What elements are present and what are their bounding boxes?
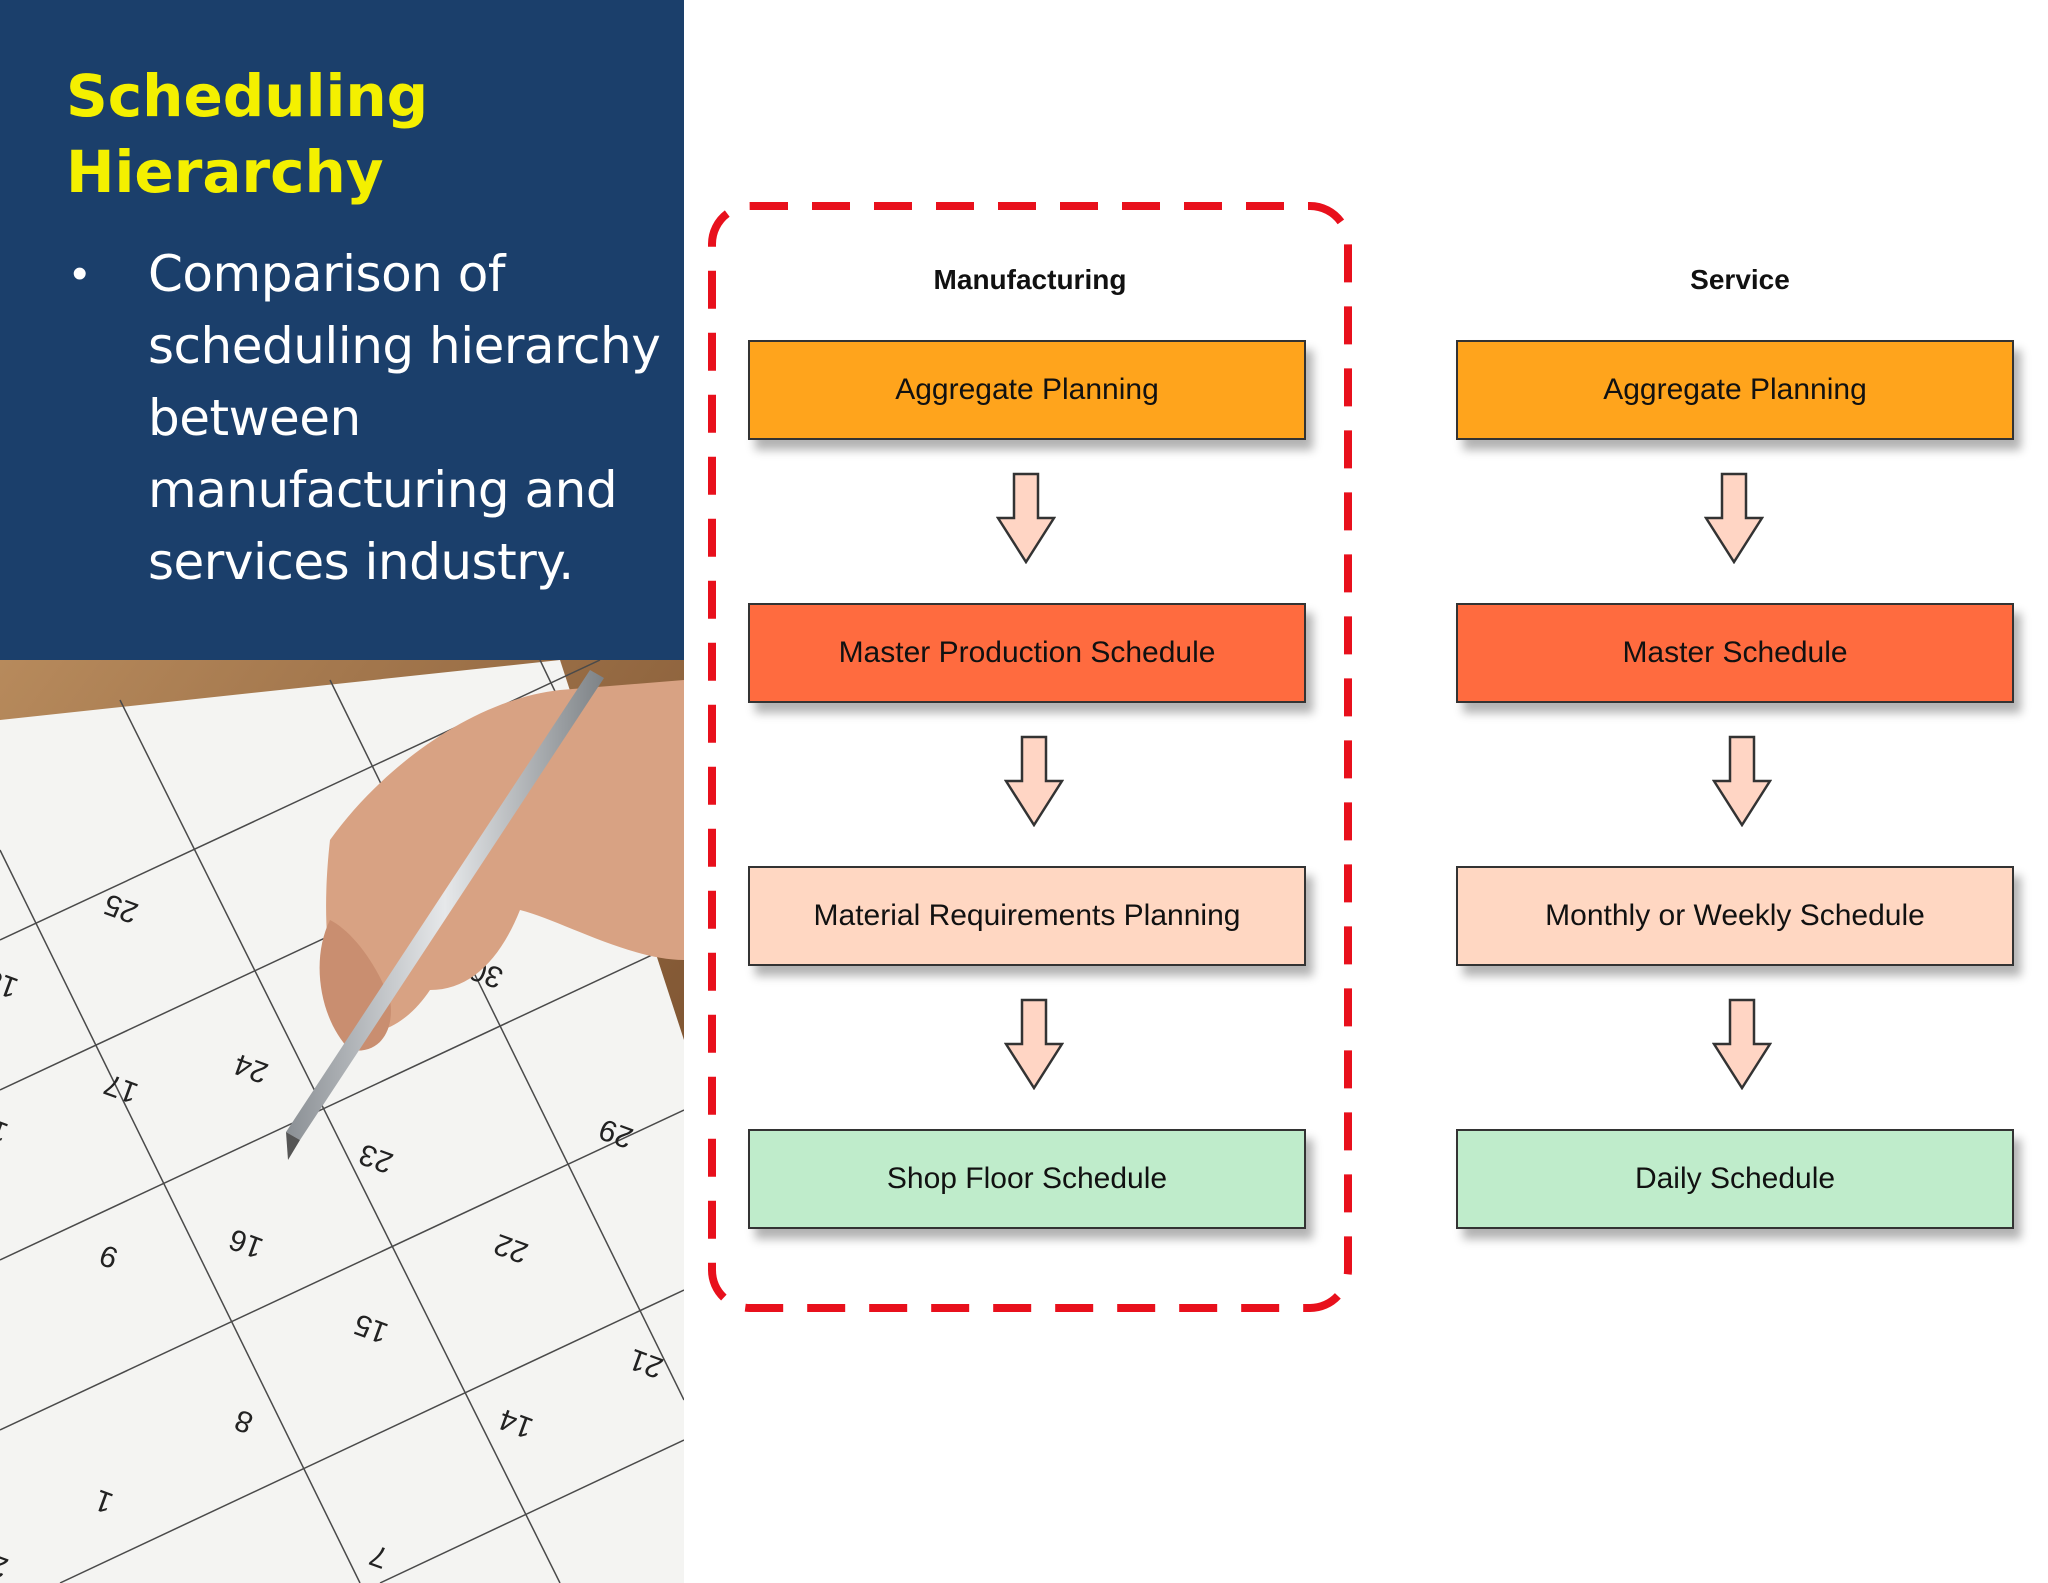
service-step-monthly-or-weekly-schedule: Monthly or Weekly Schedule bbox=[1456, 866, 2014, 966]
manufacturing-step-aggregate-planning: Aggregate Planning bbox=[748, 340, 1306, 440]
slide-title: Scheduling Hierarchy bbox=[66, 62, 429, 206]
down-arrow-icon bbox=[1004, 998, 1064, 1090]
service-step-master-schedule: Master Schedule bbox=[1456, 603, 2014, 703]
manufacturing-highlight-frame bbox=[708, 202, 1352, 1312]
down-arrow-icon bbox=[1004, 735, 1064, 827]
manufacturing-step-material-requirements-planning: Material Requirements Planning bbox=[748, 866, 1306, 966]
down-arrow-icon bbox=[1712, 735, 1772, 827]
bullet-icon: • bbox=[72, 249, 88, 298]
service-heading: Service bbox=[1690, 264, 1790, 295]
title-panel: Scheduling Hierarchy • Comparison of sch… bbox=[0, 0, 684, 660]
bullet-text: Comparison of scheduling hierarchy betwe… bbox=[148, 245, 661, 591]
down-arrow-icon bbox=[996, 472, 1056, 564]
down-arrow-icon bbox=[1704, 472, 1764, 564]
manufacturing-heading: Manufacturing bbox=[933, 264, 1127, 295]
service-step-aggregate-planning: Aggregate Planning bbox=[1456, 340, 2014, 440]
manufacturing-step-master-production-schedule: Master Production Schedule bbox=[748, 603, 1306, 703]
manufacturing-step-shop-floor-schedule: Shop Floor Schedule bbox=[748, 1129, 1306, 1229]
down-arrow-icon bbox=[1712, 998, 1772, 1090]
pen-tip bbox=[286, 1132, 300, 1160]
pen bbox=[286, 670, 604, 1140]
service-step-daily-schedule: Daily Schedule bbox=[1456, 1129, 2014, 1229]
